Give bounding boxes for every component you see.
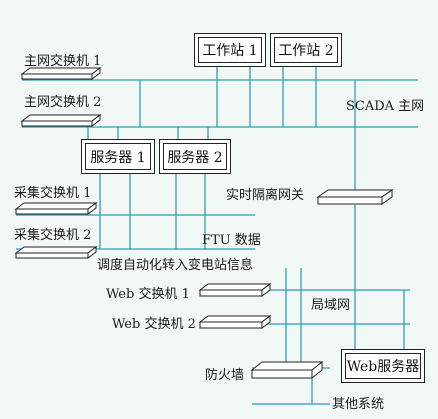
web-switch-1-front [199, 289, 263, 297]
server-2: 服务器 2 [159, 139, 231, 174]
workstation-1-label: 工作站 1 [198, 37, 262, 63]
collect-switch-1-side [87, 202, 97, 215]
workstation-2-label: 工作站 2 [274, 37, 338, 63]
web-switch-2-label: Web 交换机 2 [112, 317, 196, 332]
collect-switch-1-front [15, 208, 89, 215]
dispatch-info-label: 调度自动化转入变电站信息 [97, 258, 254, 273]
workstation-2: 工作站 2 [270, 33, 342, 67]
workstation-1: 工作站 1 [194, 33, 266, 67]
main-switch-2-front [21, 120, 93, 127]
scada-main-net-label: SCADA 主网 [346, 99, 425, 114]
main-switch-2-top [20, 114, 102, 122]
ftu-data-label: FTU 数据 [202, 233, 261, 248]
realtime-gateway-label: 实时隔离网关 [226, 188, 305, 203]
server-2-label: 服务器 2 [163, 143, 227, 170]
web-switch-2-side [261, 315, 271, 329]
firewall-label: 防火墙 [205, 368, 245, 383]
gateway-front [317, 196, 383, 205]
firewall-side [311, 360, 323, 380]
collect-switch-2-side [87, 246, 97, 259]
web-switch-1-label: Web 交换机 1 [106, 287, 190, 302]
collect-switch-1-label: 采集交换机 1 [14, 186, 92, 201]
collect-switch-2-top [14, 246, 98, 254]
collect-switch-2-front [15, 252, 89, 259]
web-server-label: Web服务器 [345, 353, 421, 379]
server-1-label: 服务器 1 [85, 143, 151, 170]
gateway-side [381, 189, 393, 205]
collect-switch-2-label: 采集交换机 2 [14, 228, 92, 243]
web-switch-2-top [198, 315, 272, 323]
main-switch-2-label: 主网交换机 2 [24, 95, 102, 110]
collect-switch-1-top [14, 202, 98, 210]
web-switch-1-side [261, 283, 271, 297]
main-switch-1-front [21, 73, 93, 80]
lan-label: 局域网 [311, 298, 351, 313]
server-1: 服务器 1 [81, 139, 155, 174]
web-switch-1-top [198, 283, 272, 291]
firewall-front [251, 369, 313, 379]
main-switch-1-side [91, 67, 101, 80]
main-switch-2-side [91, 114, 101, 127]
other-systems-label: 其他系统 [332, 397, 385, 412]
main-switch-1-label: 主网交换机 1 [24, 54, 102, 69]
firewall-top [250, 361, 324, 371]
web-switch-2-front [199, 321, 263, 329]
gateway-top [316, 189, 394, 198]
web-server: Web服务器 [341, 349, 425, 383]
